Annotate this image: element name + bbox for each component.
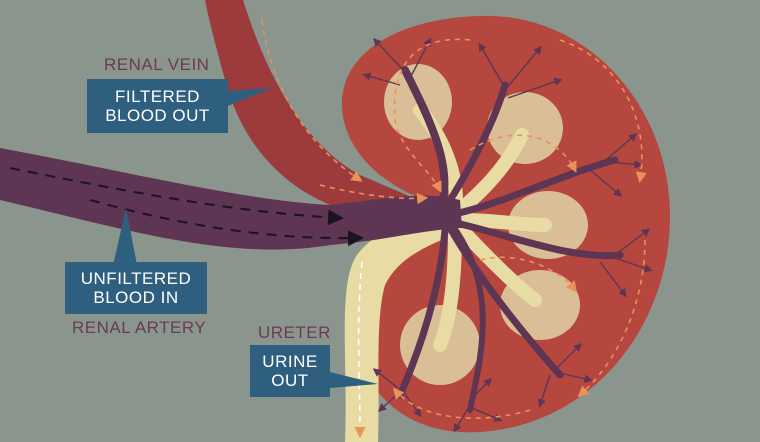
renal-artery (0, 148, 462, 250)
flow-arrows-orange (261, 19, 647, 419)
ureter-label: URETER (258, 323, 331, 342)
artery-capillaries (362, 37, 653, 433)
filtered-line1: FILTERED (115, 87, 200, 106)
urine-line2: OUT (271, 371, 309, 390)
filtered-blood-out-box: FILTERED BLOOD OUT (87, 79, 228, 133)
renal-vein-label: RENAL VEIN (104, 55, 210, 74)
unfiltered-line2: BLOOD IN (93, 288, 179, 307)
urine-out-box: URINE OUT (250, 345, 330, 397)
renal-artery-label: RENAL ARTERY (72, 318, 207, 337)
ureter (344, 205, 465, 442)
flow-arrows-black (9, 167, 364, 247)
artery-branches (396, 66, 624, 413)
unfiltered-blood-in-box: UNFILTERED BLOOD IN (65, 262, 207, 314)
urine-line1: URINE (262, 352, 318, 371)
filtered-line2: BLOOD OUT (105, 106, 210, 125)
unfiltered-line1: UNFILTERED (80, 269, 192, 288)
renal-vein (205, 0, 430, 215)
